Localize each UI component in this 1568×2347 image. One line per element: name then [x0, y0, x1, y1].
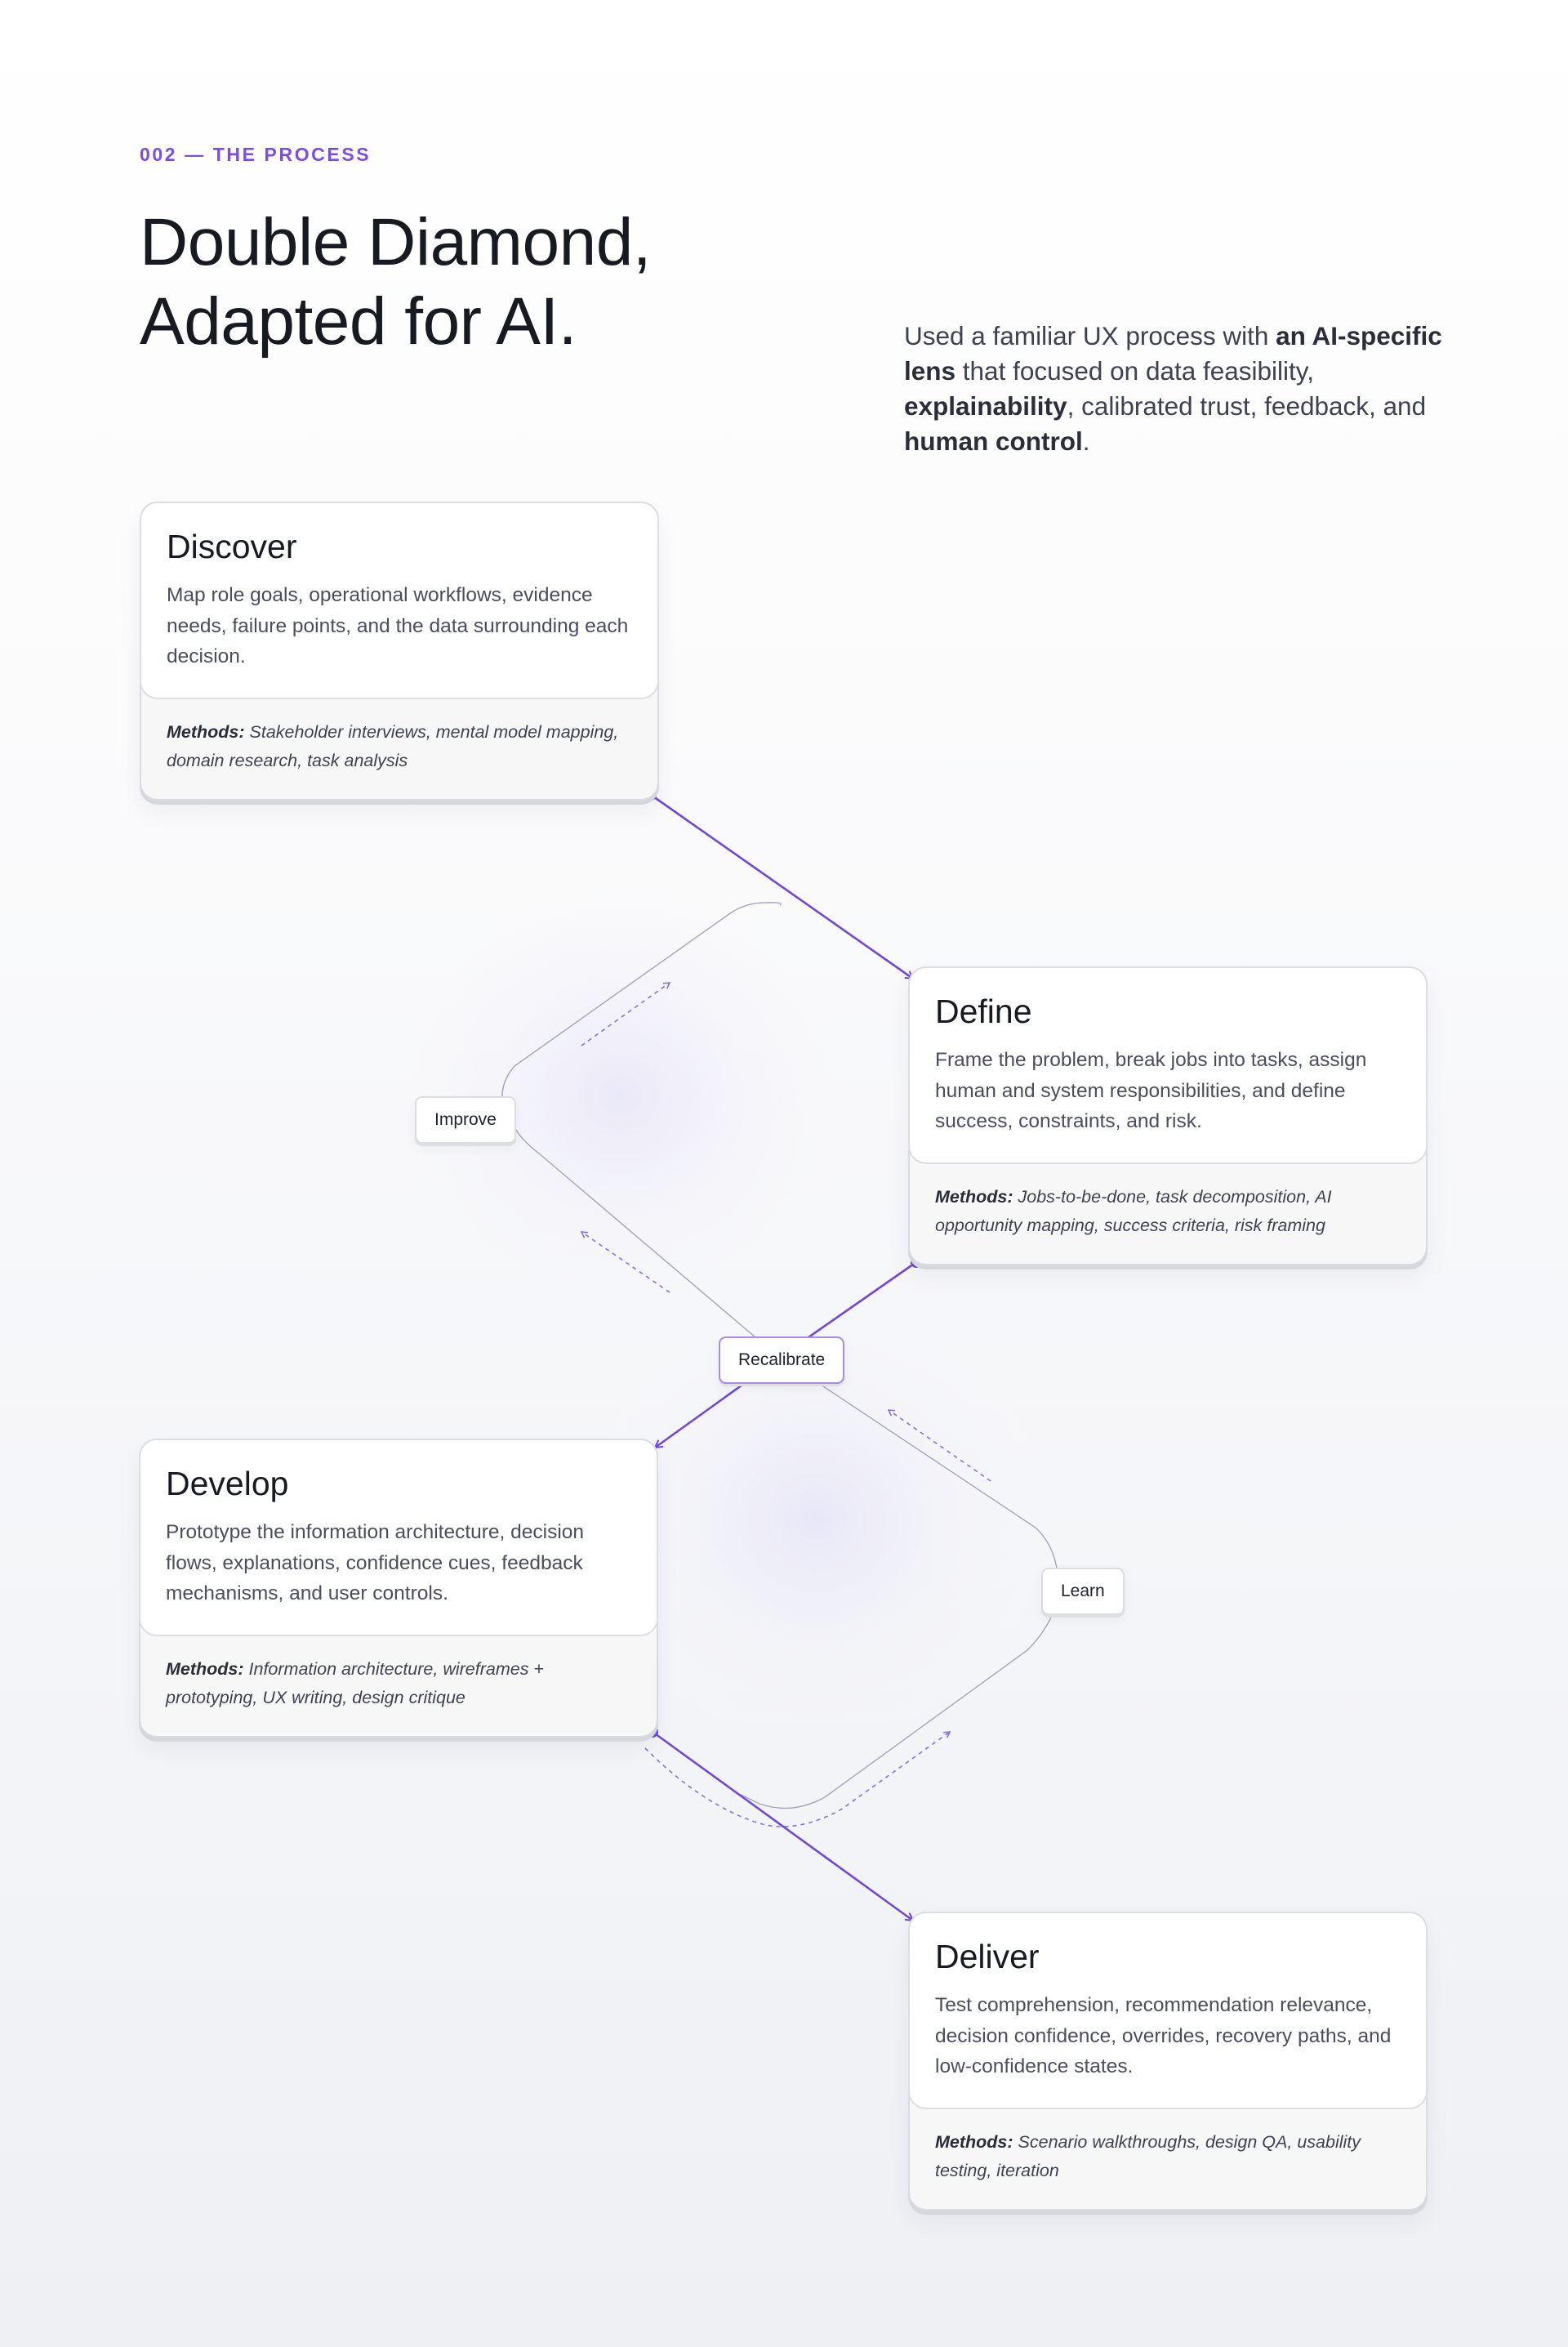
phase-card-discover: Discover Map role goals, operational wor… [140, 502, 659, 801]
lower-diamond-loop [738, 1384, 1059, 1809]
flow-line-define-to-recalibrate [808, 1261, 917, 1339]
glow-upper-diamond [359, 850, 882, 1340]
loop-label-improve: Improve [415, 1096, 516, 1144]
intro-emphasis-ai-lens: an AI-specific lens [904, 321, 1442, 386]
phase-description: Frame the problem, break jobs into tasks… [935, 1049, 1367, 1132]
phase-description: Map role goals, operational workflows, e… [167, 584, 629, 667]
intro-paragraph: Used a familiar UX process with an AI-sp… [904, 319, 1443, 459]
intro-emphasis-explainability: explainability [904, 391, 1067, 421]
phase-card-deliver: Deliver Test comprehension, recommendati… [908, 1912, 1428, 2211]
phase-description: Test comprehension, recommendation relev… [935, 1994, 1392, 2077]
flow-arrow-discover-to-define [650, 793, 913, 979]
phase-description: Prototype the information architecture, … [166, 1521, 585, 1604]
phase-card-body: Discover Map role goals, operational wor… [140, 502, 659, 699]
phase-title: Discover [167, 528, 297, 565]
intro-text: , calibrated trust, feedback, and [1067, 391, 1427, 421]
methods-label: Methods: [166, 1659, 244, 1679]
methods-text: Information architecture, wireframes + p… [166, 1659, 544, 1707]
phase-card-body: Develop Prototype the information archit… [139, 1439, 658, 1636]
phase-card-body: Deliver Test comprehension, recommendati… [908, 1912, 1428, 2109]
phase-card-define: Define Frame the problem, break jobs int… [908, 966, 1428, 1265]
learn-return-arrow-lower [644, 1731, 951, 1827]
phase-methods: Methods: Jobs-to-be-done, task decomposi… [935, 1183, 1401, 1240]
phase-methods: Methods: Scenario walkthroughs, design Q… [935, 2128, 1401, 2185]
methods-label: Methods: [167, 722, 245, 742]
phase-card-develop: Develop Prototype the information archit… [139, 1439, 658, 1738]
phase-card-body: Define Frame the problem, break jobs int… [908, 966, 1428, 1164]
intro-text: . [1082, 426, 1090, 456]
methods-text: Stakeholder interviews, mental model map… [167, 722, 619, 770]
intro-text: that focused on data feasibility, [956, 356, 1314, 386]
phase-title: Define [935, 993, 1032, 1030]
methods-label: Methods: [935, 1187, 1013, 1207]
loop-label-learn: Learn [1041, 1568, 1125, 1615]
phase-methods: Methods: Information architecture, wiref… [166, 1655, 631, 1712]
improve-return-arrow-lower [580, 1231, 670, 1293]
page-title-line-1: Double Diamond, [140, 205, 652, 279]
section-eyebrow: 002 — THE PROCESS [140, 144, 372, 165]
intro-text: Used a familiar UX process with [904, 321, 1276, 350]
phase-title: Develop [166, 1465, 289, 1502]
flow-arrow-recalibrate-to-develop [655, 1381, 746, 1448]
phase-title: Deliver [935, 1938, 1040, 1975]
page-title-line-2: Adapted for AI. [140, 284, 577, 359]
page-title: Double Diamond, Adapted for AI. [140, 203, 652, 361]
improve-return-arrow-upper [581, 982, 671, 1046]
methods-label: Methods: [935, 2132, 1013, 2152]
phase-methods: Methods: Stakeholder interviews, mental … [167, 718, 632, 775]
upper-diamond-loop [501, 902, 782, 1338]
methods-text: Jobs-to-be-done, task decomposition, AI … [935, 1187, 1332, 1235]
loop-label-recalibrate: Recalibrate [719, 1336, 845, 1384]
flow-arrow-develop-to-deliver [652, 1730, 913, 1921]
glow-lower-diamond [555, 1274, 1078, 1765]
methods-text: Scenario walkthroughs, design QA, usabil… [935, 2132, 1361, 2180]
intro-emphasis-human-control: human control [904, 426, 1083, 456]
